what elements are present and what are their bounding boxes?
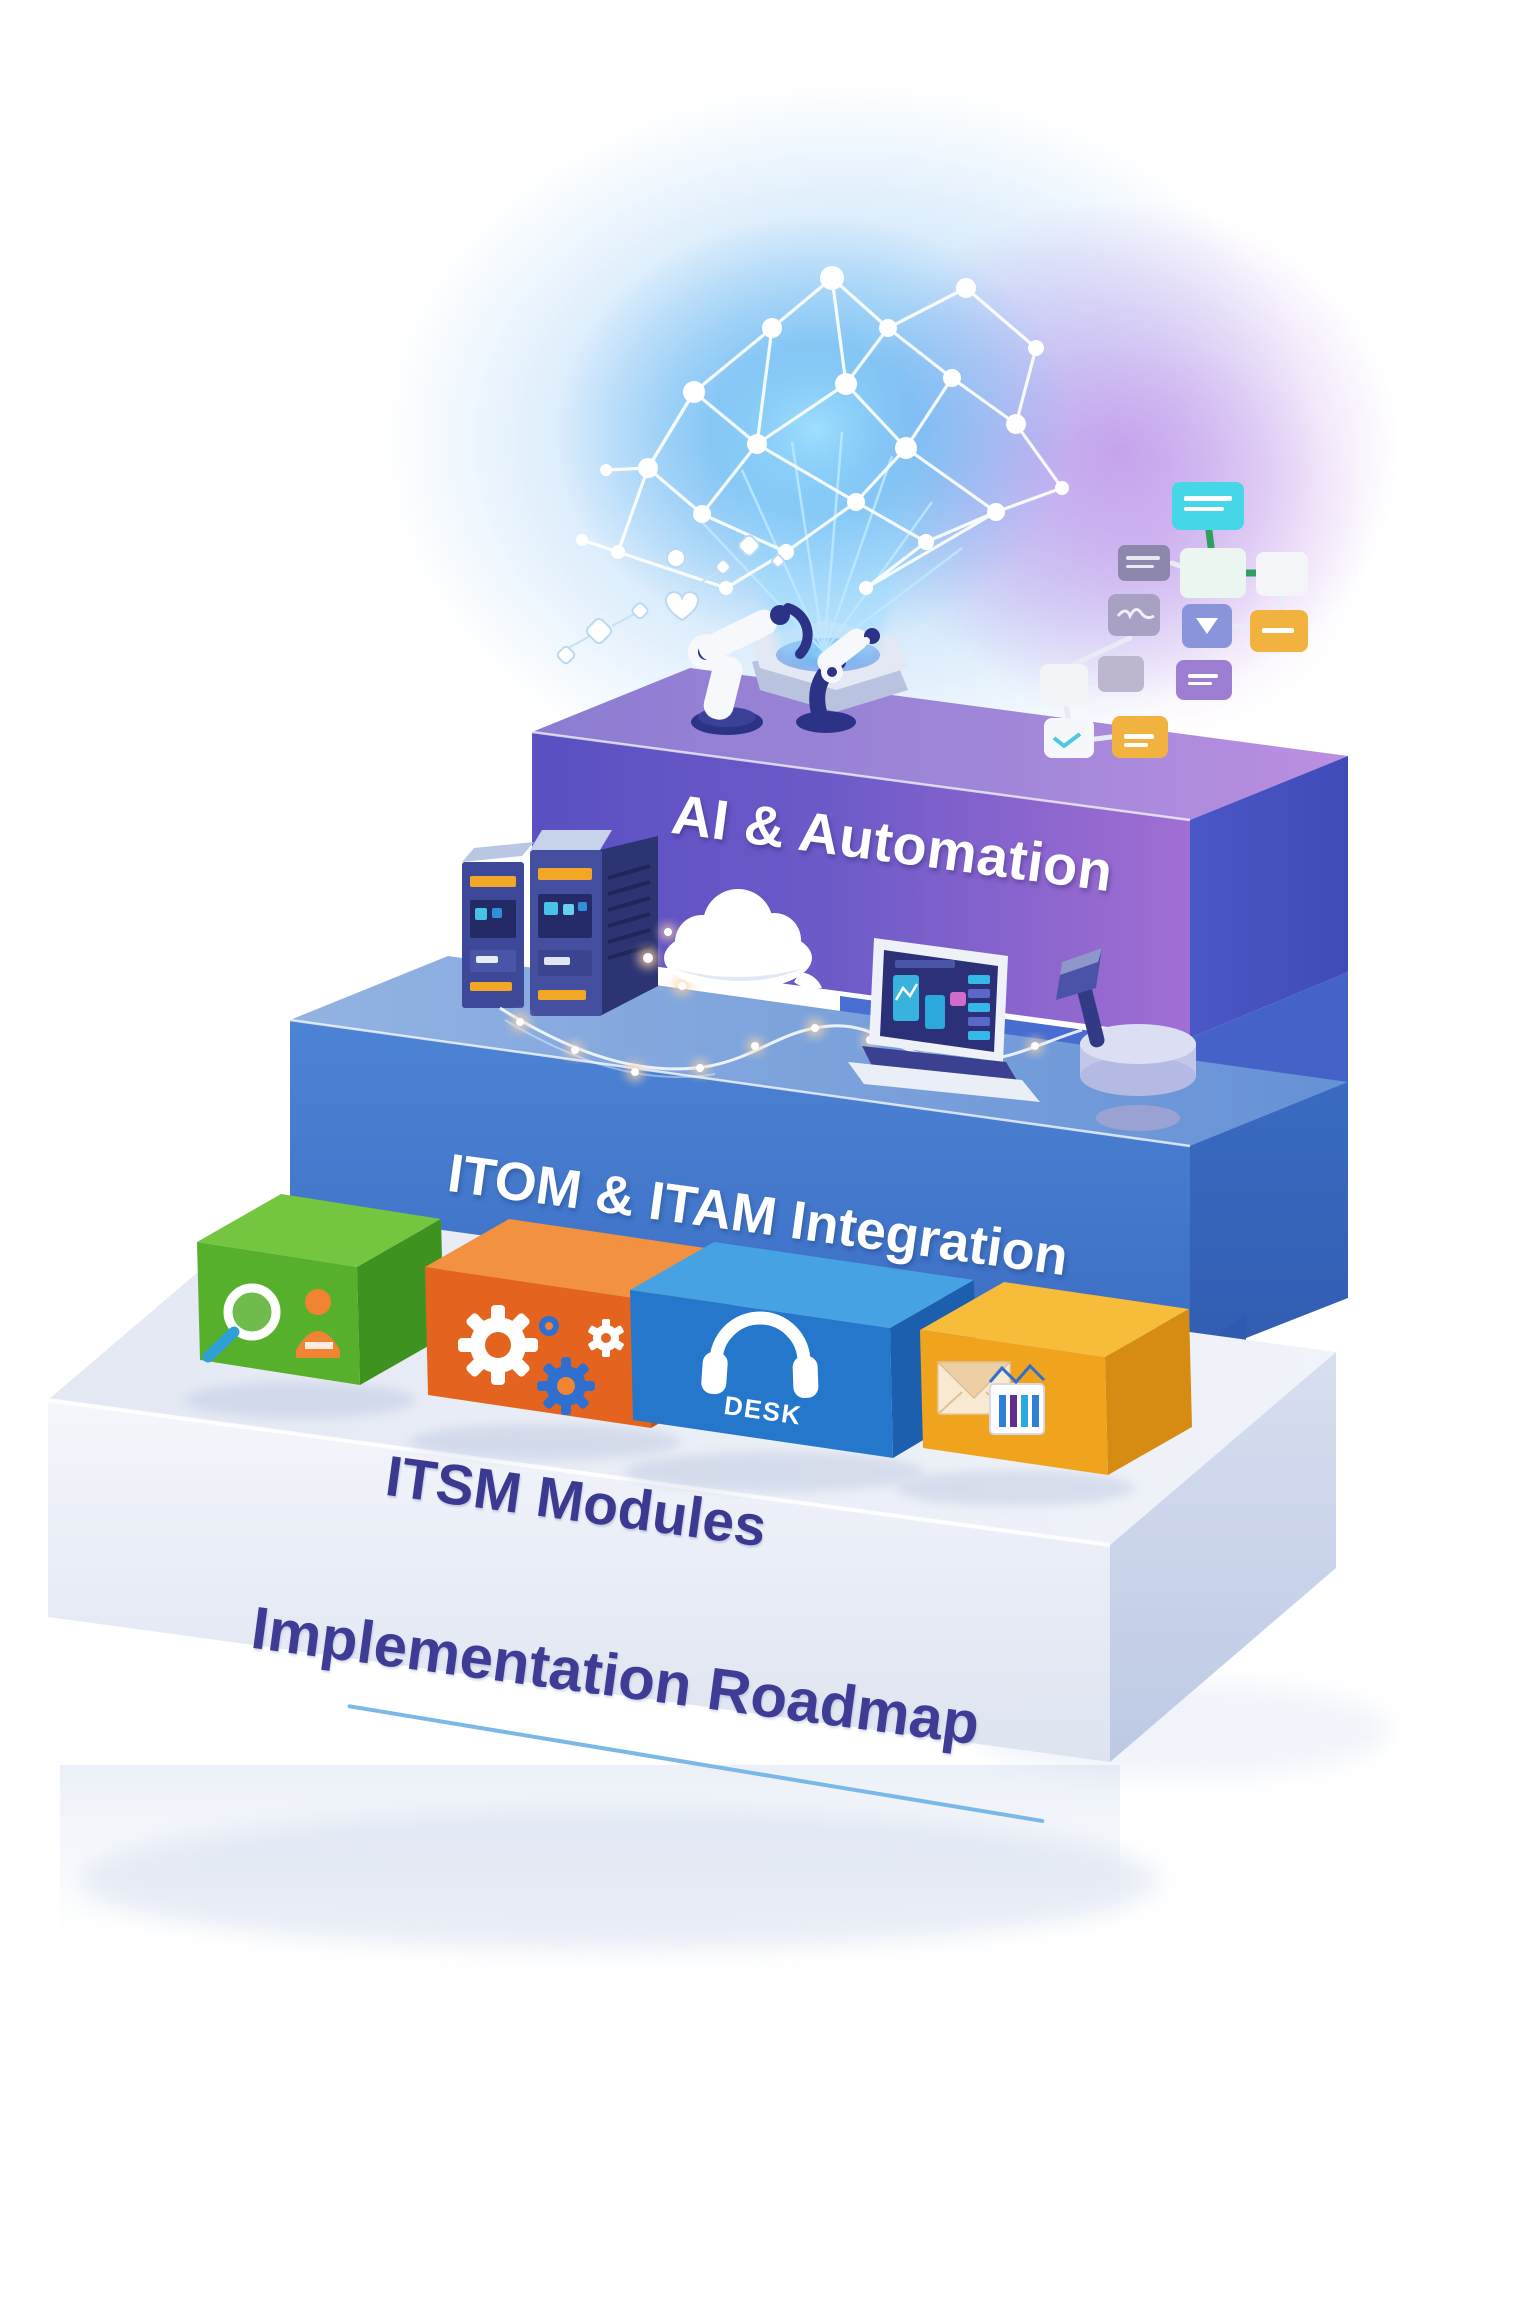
tier-itom-front-face [290, 1020, 1190, 1360]
module-shadows [185, 1382, 1135, 1506]
tier-itsm-right-face [1110, 1352, 1336, 1762]
server-rack-icon [462, 830, 658, 1016]
barcode-chart-icon [988, 1363, 1046, 1435]
floating-shapes-icon [556, 534, 785, 665]
module-discovery [197, 1194, 444, 1385]
person-icon [296, 1289, 340, 1358]
laptop-dashboard-icon [848, 938, 1040, 1102]
neural-network-brain-icon [576, 266, 1069, 595]
tier-itsm-front-face [48, 1400, 1110, 1762]
lever-pedestal-icon [1056, 948, 1196, 1131]
robot-arm-icon [688, 603, 880, 735]
module-mail-reports [920, 1282, 1192, 1475]
tier-itom-right-face [1190, 1082, 1348, 1360]
tier-itom-itam [289, 956, 1348, 1360]
tier-ai-right-face [1190, 756, 1348, 1038]
tier-ai-top-face [532, 668, 1348, 820]
magnifier-icon [202, 1283, 281, 1363]
floor-shadow [60, 1682, 1390, 1950]
flowchart-icon [1040, 482, 1308, 758]
cloud-icon [664, 889, 822, 990]
headset-icon [701, 1311, 819, 1399]
gears-icon [458, 1305, 624, 1415]
